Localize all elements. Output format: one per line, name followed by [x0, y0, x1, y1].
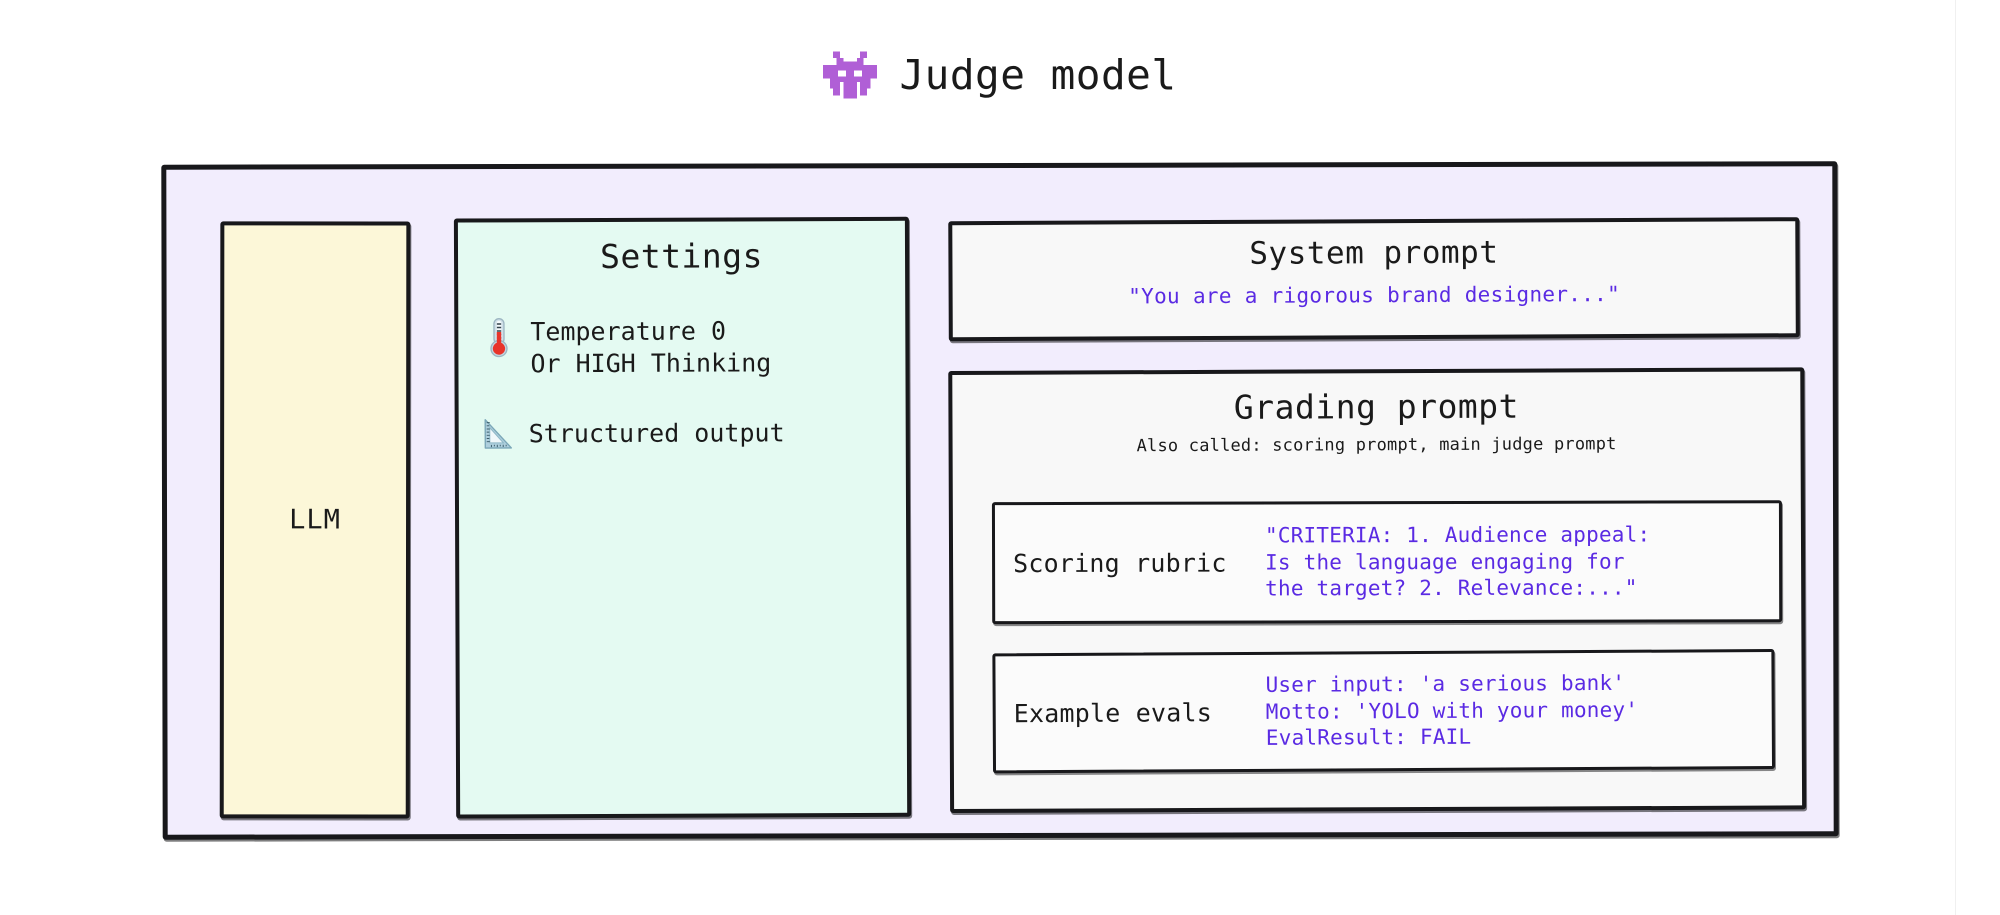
page-scroll-edge — [1955, 0, 1956, 915]
triangular-ruler-icon — [484, 419, 513, 449]
alien-monster-icon — [823, 51, 878, 99]
grading-prompt-title: Grading prompt — [1233, 386, 1520, 427]
judge-model-container: LLM Settings Temperature 0 Or HIGH Think… — [161, 161, 1839, 840]
llm-label: LLM — [289, 504, 341, 536]
setting-row-structured-output[interactable]: Structured output — [481, 411, 785, 454]
llm-box[interactable]: LLM — [219, 221, 411, 819]
setting-row-temperature[interactable]: Temperature 0 Or HIGH Thinking — [482, 314, 771, 380]
grading-prompt-box[interactable]: Grading prompt Also called: scoring prom… — [948, 367, 1807, 814]
setting-label-structured-output: Structured output — [528, 418, 785, 449]
example-evals-label: Example evals — [1013, 697, 1213, 728]
page-header: Judge model — [0, 44, 2000, 106]
scoring-rubric-label: Scoring rubric — [1013, 548, 1227, 578]
page-title: Judge model — [899, 50, 1177, 99]
scoring-rubric-box[interactable]: Scoring rubric "CRITERIA: 1. Audience ap… — [991, 500, 1783, 625]
system-prompt-title: System prompt — [1249, 234, 1499, 272]
system-prompt-box[interactable]: System prompt "You are a rigorous brand … — [948, 217, 1800, 342]
setting-label-temperature: Temperature 0 Or HIGH Thinking — [530, 316, 772, 378]
system-prompt-value: "You are a rigorous brand designer..." — [1128, 282, 1621, 309]
example-evals-value: User input: 'a serious bank' Motto: 'YOL… — [1265, 670, 1639, 751]
scoring-rubric-value: "CRITERIA: 1. Audience appeal: Is the la… — [1264, 522, 1651, 601]
thermometer-icon — [490, 318, 508, 358]
settings-panel[interactable]: Settings Temperature 0 Or HIGH Thinking — [453, 216, 912, 819]
grading-prompt-subtitle: Also called: scoring prompt, main judge … — [1136, 434, 1617, 457]
example-evals-box[interactable]: Example evals User input: 'a serious ban… — [992, 649, 1776, 774]
settings-title: Settings — [599, 236, 764, 276]
